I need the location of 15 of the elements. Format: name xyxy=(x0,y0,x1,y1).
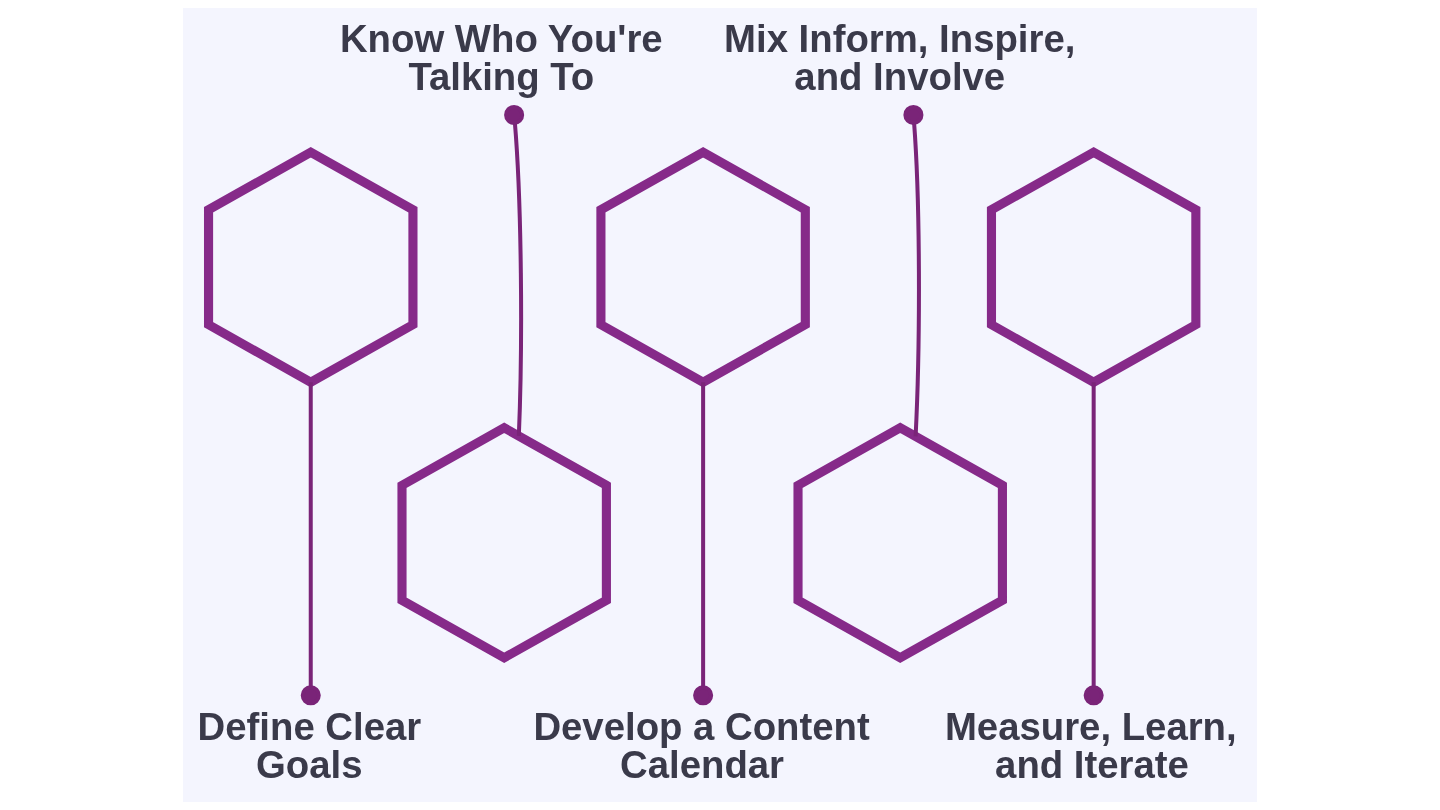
node-text: Mix Inform, Inspire, and Involve xyxy=(724,16,1076,98)
connector xyxy=(693,382,714,706)
node-hexagon xyxy=(986,147,1201,388)
node-text: Define Clear Goals xyxy=(197,704,422,786)
connector xyxy=(1083,382,1104,706)
node-hexagon xyxy=(397,422,611,663)
node-hexagon xyxy=(596,147,810,388)
node-text: Know Who You're Talking To xyxy=(339,16,663,98)
connector xyxy=(903,104,924,437)
node-text: Measure, Learn, and Iterate xyxy=(944,704,1237,786)
node-text: Develop a Content Calendar xyxy=(533,704,870,786)
node-hexagon xyxy=(793,422,1007,663)
connector xyxy=(504,104,525,436)
connector xyxy=(300,382,321,706)
node-hexagon xyxy=(204,147,418,388)
